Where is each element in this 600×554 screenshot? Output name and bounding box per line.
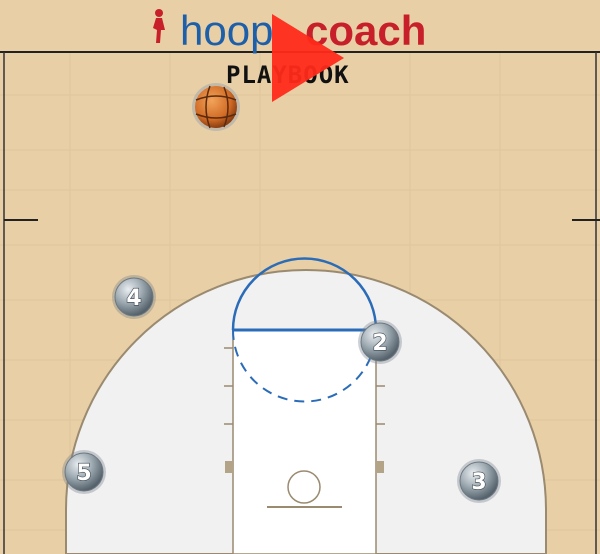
player-number-4: 4	[126, 286, 141, 311]
block-right	[376, 461, 384, 473]
play-icon[interactable]	[272, 14, 344, 102]
player-silhouette-icon	[153, 9, 165, 43]
logo-brand-hoop: hoop	[180, 7, 273, 54]
logo-brand-coach: coach	[305, 7, 426, 54]
player-marker-3[interactable]: 3	[457, 459, 501, 503]
block-left	[225, 461, 233, 473]
lane-hash-marks	[224, 347, 385, 425]
paint-key	[232, 329, 377, 554]
basketball-icon[interactable]	[192, 83, 240, 131]
player-number-3: 3	[471, 470, 486, 495]
free-throw-circle-top	[231, 257, 378, 331]
player-marker-2[interactable]: 2	[358, 320, 402, 364]
rim	[287, 470, 321, 504]
free-throw-circle-bottom	[232, 329, 377, 403]
player-marker-4[interactable]: 4	[112, 275, 156, 319]
player-number-5: 5	[76, 461, 91, 486]
player-marker-5[interactable]: 5	[62, 450, 106, 494]
player-number-2: 2	[372, 331, 387, 356]
